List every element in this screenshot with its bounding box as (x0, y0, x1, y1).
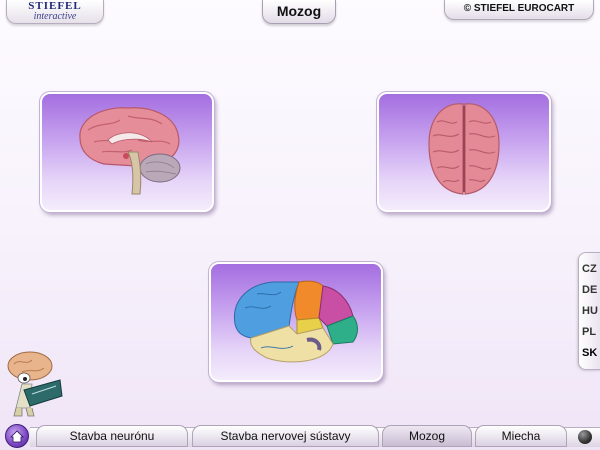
logo-top-text: STIEFEL (28, 0, 82, 12)
lang-de[interactable]: DE (582, 284, 598, 296)
bottom-navigation: Stavba neurónu Stavba nervovej sústavy M… (0, 424, 600, 450)
card-brain-sagittal[interactable] (39, 91, 215, 213)
tab-mozog[interactable]: Mozog (382, 425, 472, 447)
lang-pl[interactable]: PL (582, 326, 597, 338)
copyright-label: © STIEFEL EUROCART (444, 0, 594, 20)
tab-stavba-nervovej-sustavy[interactable]: Stavba nervovej sústavy (192, 425, 379, 447)
tab-miecha[interactable]: Miecha (475, 425, 567, 447)
card-brain-lobes[interactable] (208, 261, 384, 383)
lang-hu[interactable]: HU (582, 305, 598, 317)
card-brain-top-view[interactable] (376, 91, 552, 213)
logo-bottom-text: interactive (33, 11, 77, 22)
brain-top-view-icon (428, 103, 500, 195)
language-selector: CZ DE HU PL SK (578, 252, 600, 370)
page-title: Mozog (262, 0, 336, 24)
tab-stavba-neuronu[interactable]: Stavba neurónu (36, 425, 188, 447)
lang-cz[interactable]: CZ (582, 263, 597, 275)
brain-lobes-colored-icon (233, 280, 358, 363)
stiefel-logo: STIEFEL interactive (6, 0, 104, 24)
status-sphere-icon (578, 430, 592, 444)
home-button[interactable] (5, 424, 29, 448)
brain-sagittal-section-icon (79, 107, 181, 195)
lang-sk[interactable]: SK (582, 347, 598, 359)
brain-mascot-reading-icon (7, 351, 63, 417)
home-icon (10, 430, 24, 443)
